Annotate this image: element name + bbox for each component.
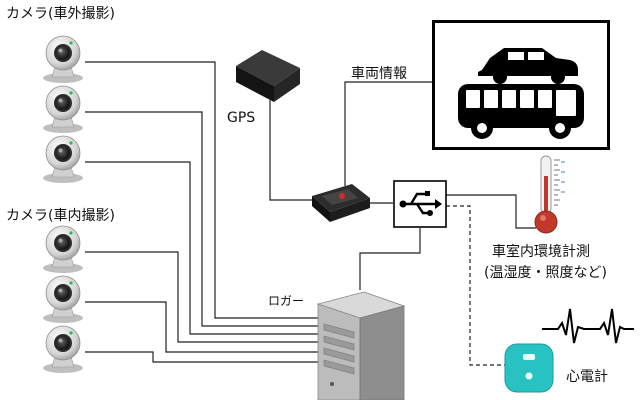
camera-exterior-label: カメラ(車外撮影) <box>6 6 115 22</box>
env-measurement-detail-label: (温湿度・照度など) <box>484 265 607 281</box>
wire-hub-heartrate <box>446 205 505 366</box>
wire-camera-5 <box>85 301 320 353</box>
usb-hub-icon <box>393 180 447 228</box>
wire-hub-logger <box>359 228 421 290</box>
logger-label: ロガー <box>268 294 305 308</box>
heartbeat-wave-icon <box>542 308 634 344</box>
wire-gps <box>269 100 312 201</box>
server-tower-icon <box>316 291 406 400</box>
wire-hub-thermo <box>445 194 536 229</box>
gps-label: GPS <box>227 110 256 126</box>
webcam-icon <box>42 135 84 183</box>
wire-camera-4 <box>85 251 320 343</box>
wire-camera-1 <box>85 61 320 319</box>
heart-rate-label: 心電計 <box>566 369 608 385</box>
webcam-icon <box>42 85 84 133</box>
env-measurement-label: 車室内環境計測 <box>492 244 590 260</box>
wire-camera-2 <box>85 111 320 327</box>
wire-camera-6 <box>85 351 320 363</box>
webcam-icon <box>42 35 84 83</box>
webcam-icon <box>42 225 84 273</box>
webcam-icon <box>42 275 84 323</box>
wearable-sensor-icon <box>504 343 554 393</box>
webcam-icon <box>42 325 84 373</box>
wire-camera-3 <box>85 161 320 335</box>
camera-interior-label: カメラ(車内撮影) <box>6 208 115 224</box>
gps-module-icon <box>236 50 300 102</box>
controller-unit-icon <box>312 184 370 222</box>
wire-vehicle <box>344 81 432 186</box>
thermometer-icon <box>534 155 565 234</box>
car-and-bus-icon <box>432 20 610 150</box>
vehicle-info-label: 車両情報 <box>351 66 407 82</box>
